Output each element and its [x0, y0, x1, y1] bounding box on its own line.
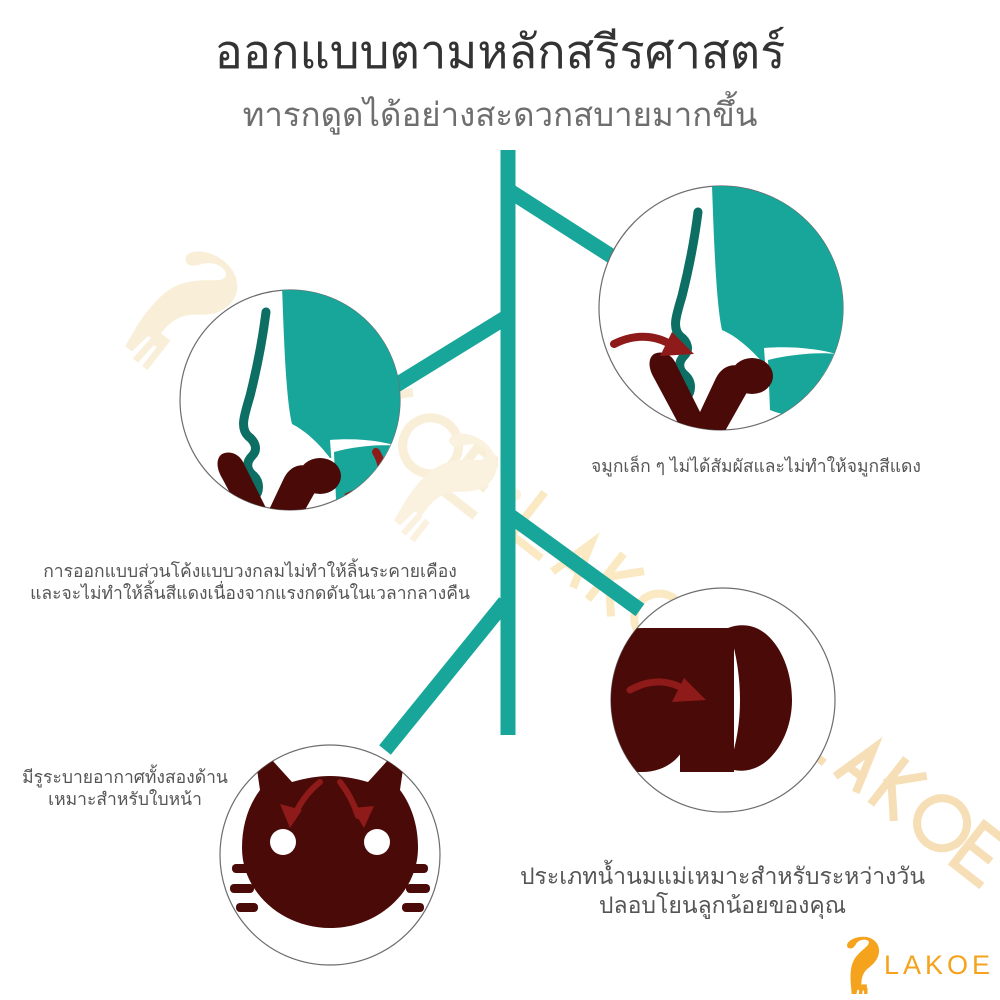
face-profile-icon: [239, 307, 367, 510]
connector-branch-bottom-left: [379, 597, 511, 755]
connector-branch-top-right: [500, 181, 635, 275]
face-profile-icon: [671, 207, 799, 430]
illustration-circle-top-left: [179, 289, 401, 511]
caption-bottom-right: ประเภทน้ำนมแม่เหมาะสำหรับระหว่างวัน ปลอบ…: [519, 863, 926, 919]
whisker-icon: [230, 864, 430, 912]
caption-top-left: การออกแบบส่วนโค้งแบบวงกลมไม่ทำให้ลิ้นระค…: [30, 561, 470, 604]
vent-hole-icon: [364, 829, 390, 855]
caption-bottom-left: มีรูระบายอากาศทั้งสองด้าน เหมาะสำหรับใบห…: [22, 767, 228, 810]
tongue-icon: [217, 452, 341, 510]
illustration-circle-top-right: [598, 185, 844, 431]
page-subtitle: ทารกดูดได้อย่างสะดวกสบายมากขึ้น: [242, 96, 758, 133]
illustration-circle-bottom-left: [219, 744, 441, 966]
vent-hole-icon: [270, 829, 296, 855]
brand-logo: LAKOE: [838, 936, 998, 994]
connector-lines: [368, 150, 645, 755]
cat-shield-icon: [242, 755, 418, 928]
illustration-circle-bottom-right: [610, 587, 836, 813]
page-title: ออกแบบตามหลักสรีรศาสตร์: [214, 25, 786, 78]
giraffe-icon: [847, 936, 880, 994]
caption-top-right: จมูกเล็ก ๆ ไม่ได้สัมผัสและไม่ทำให้จมูกสี…: [591, 456, 921, 476]
tongue-icon: [649, 352, 773, 430]
logo-wordmark: LAKOE: [884, 949, 995, 980]
connector-branch-bottom-right: [500, 505, 645, 617]
